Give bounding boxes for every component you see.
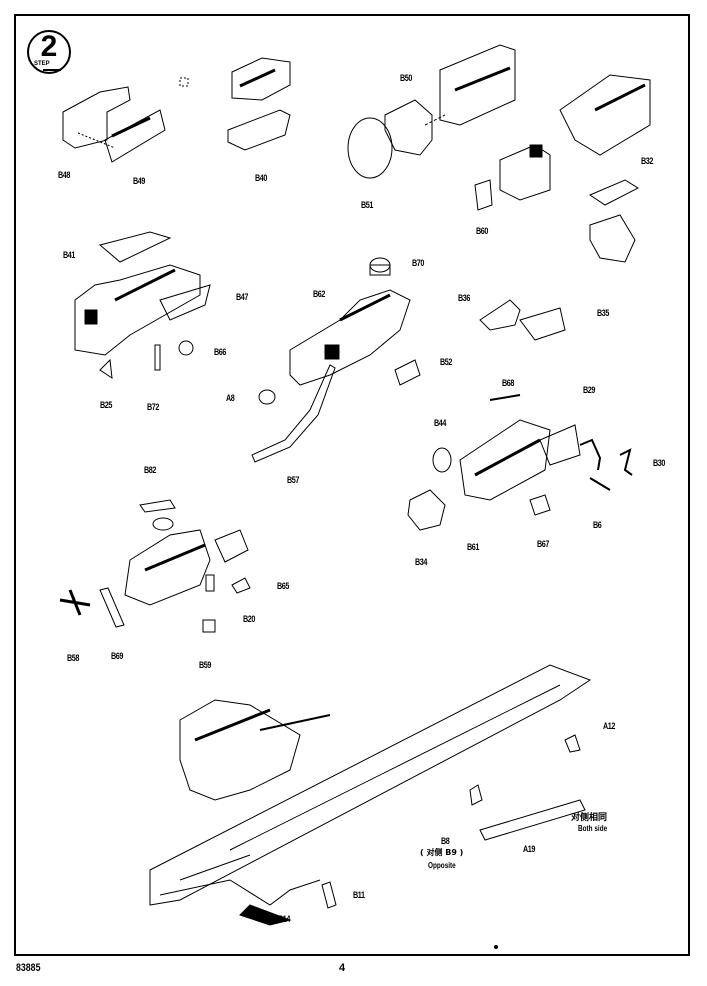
part-label-b57: B57 [287, 475, 300, 485]
drawing-b50-b51 [347, 44, 516, 179]
drawing-chassis [149, 664, 592, 949]
part-label-b6: B6 [593, 520, 602, 530]
part-label-b32: B32 [641, 156, 654, 166]
part-label-b70: B70 [412, 258, 425, 268]
part-label-a12: A12 [603, 721, 616, 731]
part-label-b35: B35 [597, 308, 610, 318]
drawing-b62-engine [251, 257, 421, 463]
drawing-b41-engine [74, 231, 211, 380]
part-label-b36: B36 [458, 293, 471, 303]
drawing-b68-engine [407, 394, 633, 531]
part-label-b41: B41 [63, 250, 76, 260]
drawing-b82-engine [59, 499, 251, 633]
step-word: STEP [34, 61, 50, 67]
part-label-b8: B8 [441, 836, 450, 846]
part-label-b47: B47 [236, 292, 249, 302]
part-label-b48: B48 [58, 170, 71, 180]
part-label-b25: B25 [100, 400, 113, 410]
opposite-note-en: Opposite [428, 861, 456, 870]
part-label-b44: B44 [434, 418, 447, 428]
part-label-b51: B51 [361, 200, 374, 210]
drawing-b48-b49 [62, 86, 166, 163]
part-label-b52: B52 [440, 357, 453, 367]
part-label-b68: B68 [502, 378, 515, 388]
part-label-b62: B62 [313, 289, 326, 299]
part-label-b29: B29 [583, 385, 596, 395]
part-label-b66: B66 [214, 347, 227, 357]
part-label-b14: B14 [278, 914, 291, 924]
drawing-b40 [179, 57, 291, 151]
both-side-note-cn: 对侧相同 [571, 813, 608, 823]
part-label-b72: B72 [147, 402, 160, 412]
part-label-b50: B50 [400, 73, 413, 83]
part-label-b61: B61 [467, 542, 480, 552]
part-label-b59: B59 [199, 660, 212, 670]
step-badge: 2 STEP [27, 30, 71, 74]
part-label-b65: B65 [277, 581, 290, 591]
part-label-b40: B40 [255, 173, 268, 183]
step-number: 2 [40, 30, 58, 63]
part-label-b60: B60 [476, 226, 489, 236]
part-label-b67: B67 [537, 539, 550, 549]
page-frame [14, 14, 690, 956]
part-label-b69: B69 [111, 651, 124, 661]
part-label-b20: B20 [243, 614, 256, 624]
drawing-b60-b32 [474, 74, 651, 341]
part-label-b58: B58 [67, 653, 80, 663]
page-number: 4 [339, 962, 346, 974]
part-label-b11: B11 [353, 890, 365, 900]
part-label-a8: A8 [226, 393, 235, 403]
kit-code: 83885 [16, 962, 41, 974]
step-underline [43, 69, 61, 71]
opposite-note-cn: ( 对侧 B9 ) [420, 848, 464, 857]
part-label-b49: B49 [133, 176, 146, 186]
part-label-b34: B34 [415, 557, 428, 567]
part-label-b30: B30 [653, 458, 666, 468]
both-side-note-en: Both side [578, 824, 608, 833]
part-label-a19: A19 [523, 844, 536, 854]
part-label-b82: B82 [144, 465, 157, 475]
